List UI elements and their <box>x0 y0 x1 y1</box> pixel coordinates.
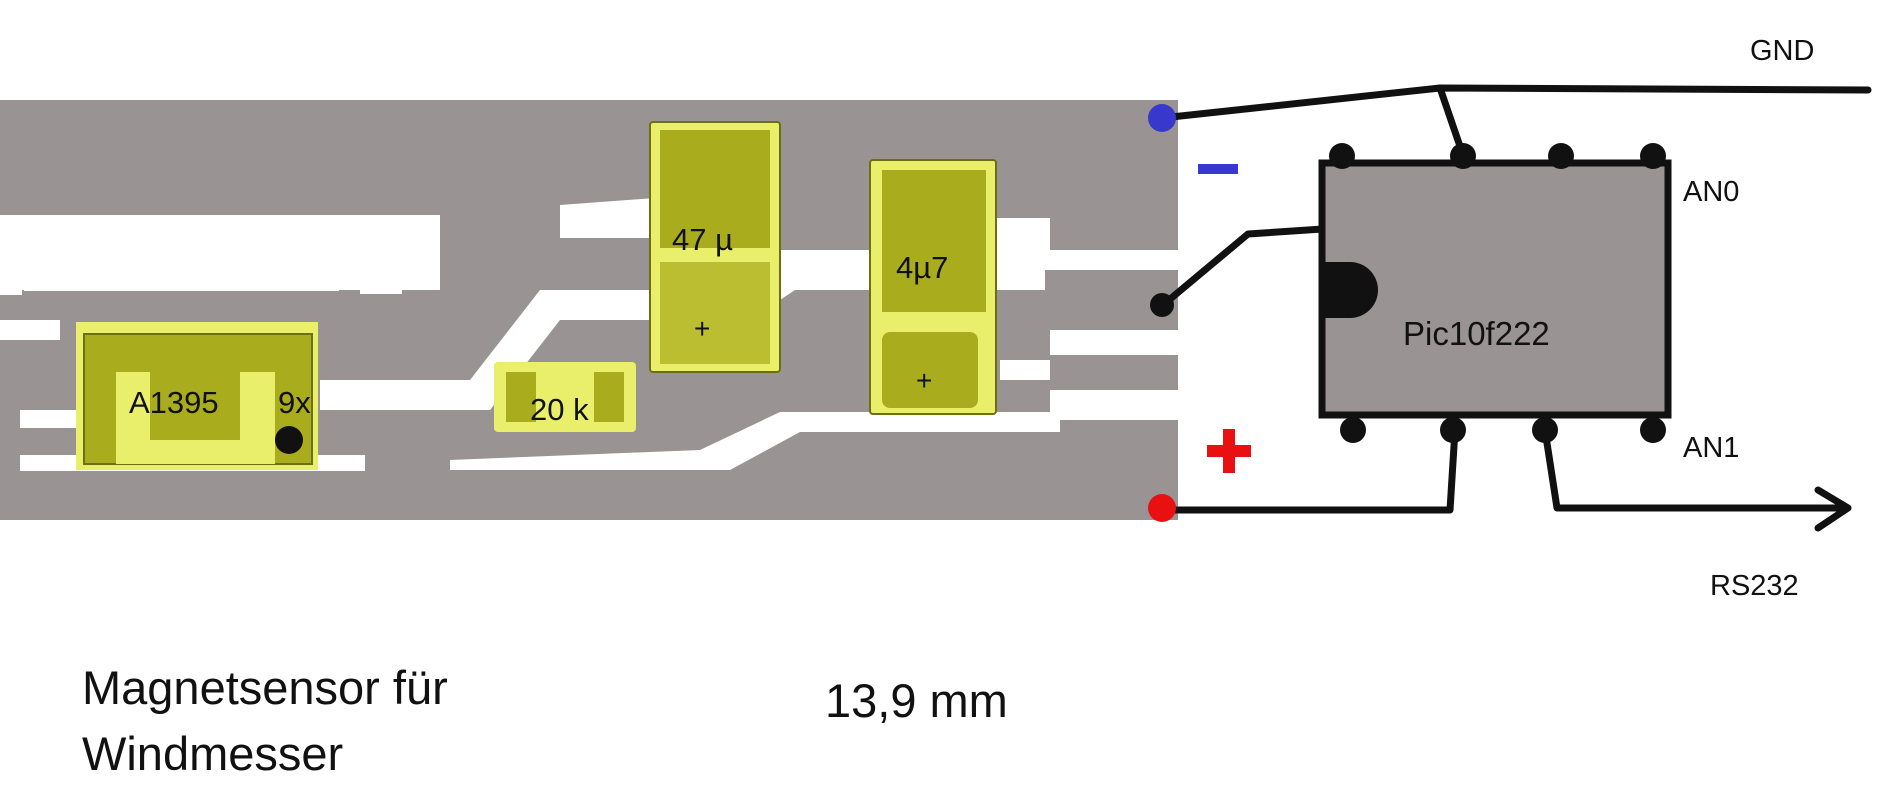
board-edge-cutout <box>1178 90 1208 530</box>
caption-line-2: Windmesser <box>82 727 344 780</box>
gnd-wire <box>1158 84 1872 122</box>
cap-small-body-top <box>882 170 986 312</box>
rs232-label: RS232 <box>1710 570 1799 602</box>
resistor-label: 20 k <box>530 392 589 427</box>
resistor-pad-left <box>506 372 536 422</box>
cap-large-body-bottom <box>660 262 770 364</box>
signal-pad <box>1150 293 1174 317</box>
trace-gap <box>1000 360 1050 380</box>
trace-gap <box>24 255 339 291</box>
cap-large-polarity: + <box>694 313 710 344</box>
trace-gap <box>320 290 700 410</box>
trace-gap <box>360 250 402 294</box>
chip-pin <box>1640 417 1666 443</box>
plus-icon <box>1207 429 1251 473</box>
sensor-label: A1395 <box>129 385 219 420</box>
gnd-label: GND <box>1750 35 1814 67</box>
trace-gap <box>560 198 655 238</box>
chip-pin <box>1450 143 1476 169</box>
sensor-recess <box>116 372 275 464</box>
trace-gap <box>450 390 1178 470</box>
cap-large-body-top <box>660 130 770 248</box>
sensor-mark: 9x <box>278 385 311 420</box>
vcc-wire <box>1159 426 1459 514</box>
trace-gap <box>0 320 60 340</box>
an0-label: AN0 <box>1683 176 1739 208</box>
caption-line-1: Magnetsensor für <box>82 661 448 714</box>
rs232-arrow-icon <box>1814 486 1852 532</box>
cap-small-label: 4µ7 <box>896 250 948 285</box>
an1-label: AN1 <box>1683 432 1739 464</box>
cap-small-body-bottom <box>882 332 978 408</box>
cap-small-polarity: + <box>916 365 932 396</box>
chip-pins <box>1329 143 1666 443</box>
dimension-label: 13,9 mm <box>825 674 1008 727</box>
trace-gap <box>20 410 80 428</box>
chip-pin <box>1440 417 1466 443</box>
sensor-a1395: A1395 9x <box>76 322 318 470</box>
cap-large-label: 47 µ <box>672 222 733 257</box>
chip-notch-icon <box>1322 262 1378 318</box>
chip-label: Pic10f222 <box>1403 315 1550 352</box>
resistor-pad-right <box>594 372 624 422</box>
rs232-wire <box>1541 426 1849 512</box>
chip-pin <box>1640 143 1666 169</box>
minus-icon <box>1198 164 1238 174</box>
gnd-pad <box>1148 104 1176 132</box>
trace-gap <box>1050 330 1178 355</box>
pic-chip: Pic10f222 <box>1318 143 1672 443</box>
chip-pin <box>1329 143 1355 169</box>
capacitor-4u7: 4µ7 + <box>869 159 997 415</box>
vcc-pad <box>1148 494 1176 522</box>
chip-pin <box>1340 417 1366 443</box>
trace-gap <box>0 255 22 295</box>
chip-pin <box>1532 417 1558 443</box>
capacitor-47u: 47 µ + <box>649 121 781 373</box>
sensor-pin1-dot-icon <box>275 426 303 454</box>
resistor-20k: 20 k <box>494 362 636 432</box>
chip-pin <box>1548 143 1574 169</box>
chip-body <box>1318 159 1672 419</box>
